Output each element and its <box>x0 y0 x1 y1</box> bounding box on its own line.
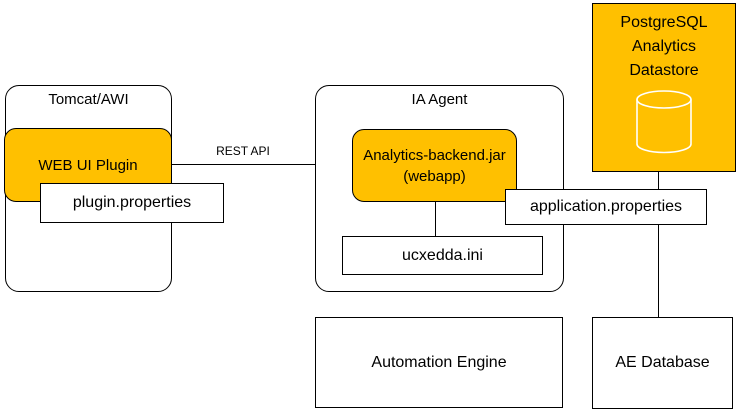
web-ui-plugin-node: WEB UI Plugin <box>4 128 172 202</box>
postgresql-datastore-label-line2: Analytics <box>631 38 697 55</box>
application-properties-node: application.properties <box>505 189 707 225</box>
ae-database-label: AE Database <box>615 354 710 371</box>
postgresql-datastore-node: PostgreSQL Analytics Datastore <box>592 3 736 172</box>
web-ui-plugin-label: WEB UI Plugin <box>38 156 138 174</box>
tomcat-awi-title: Tomcat/AWI <box>48 91 129 108</box>
analytics-backend-label-line1: Analytics-backend.jar <box>363 146 506 164</box>
rest-api-connector-line <box>172 164 315 165</box>
backend-to-ini-connector-line <box>435 202 436 236</box>
automation-engine-label: Automation Engine <box>371 353 507 371</box>
postgresql-datastore-label-line3: Datastore <box>629 62 699 79</box>
datastore-to-aedb-connector-line <box>658 172 659 318</box>
analytics-backend-node: Analytics-backend.jar (webapp) <box>352 129 517 202</box>
ucxedda-ini-node: ucxedda.ini <box>342 236 543 275</box>
rest-api-label: REST API <box>216 144 270 158</box>
database-cylinder-icon <box>635 90 693 154</box>
automation-engine-node: Automation Engine <box>315 317 563 408</box>
analytics-backend-label-line2: (webapp) <box>403 167 466 185</box>
postgresql-datastore-label-line1: PostgreSQL <box>620 14 708 31</box>
plugin-properties-label: plugin.properties <box>72 194 192 211</box>
ucxedda-ini-label: ucxedda.ini <box>402 246 483 264</box>
ia-agent-title: IA Agent <box>411 91 468 108</box>
plugin-properties-node: plugin.properties <box>40 183 224 223</box>
ae-database-node: AE Database <box>592 317 733 409</box>
application-properties-label: application.properties <box>529 198 683 215</box>
